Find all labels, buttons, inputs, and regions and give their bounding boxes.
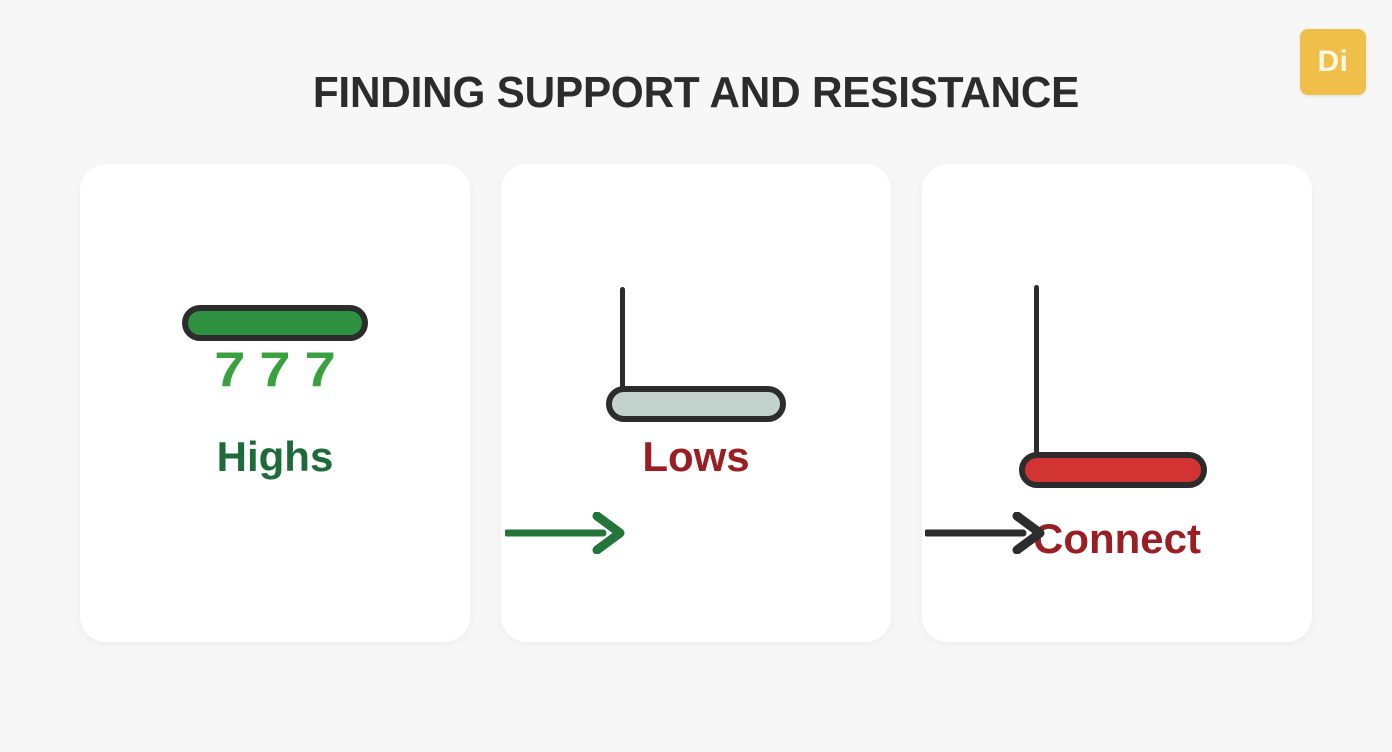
high-marks: 777 — [214, 341, 350, 398]
arrow-right-green-icon — [503, 511, 629, 555]
brand-logo-text: Di — [1317, 45, 1349, 78]
card-label-lows: Lows — [642, 433, 750, 480]
card-row: 777 Highs Lows Connect — [80, 164, 1312, 642]
candle-wick-connect — [1034, 285, 1039, 465]
support-bar-red — [1019, 452, 1207, 488]
candle-wick-lows — [620, 287, 625, 397]
brand-logo: Di — [1300, 29, 1366, 95]
resistance-bar-green — [182, 305, 368, 341]
page-title: FINDING SUPPORT AND RESISTANCE — [312, 68, 1080, 117]
card-connect: Connect — [922, 164, 1312, 642]
support-bar-sage — [606, 386, 786, 422]
arrow-right-dark-icon — [923, 511, 1049, 555]
card-highs: 777 Highs — [80, 164, 470, 642]
card-lows: Lows — [501, 164, 891, 642]
card-label-highs: Highs — [216, 433, 334, 480]
card-label-connect: Connect — [1033, 515, 1201, 562]
